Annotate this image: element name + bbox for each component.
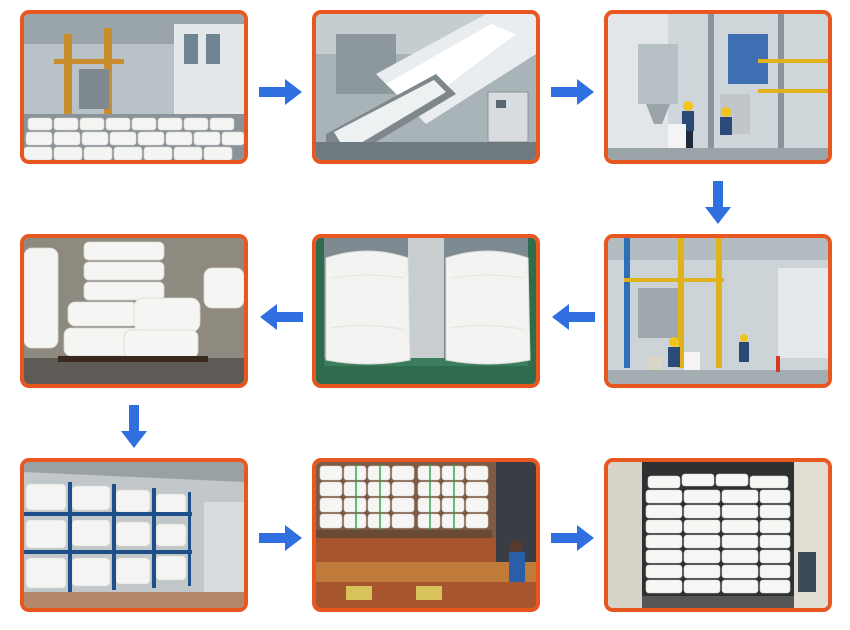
arrow-right-1 — [259, 78, 303, 106]
stacked-bags-image — [24, 238, 244, 384]
factory-floor-image — [24, 14, 244, 160]
container-loaded-image — [608, 462, 828, 608]
step-3-bagging-machine — [604, 10, 832, 164]
arrow-down-2 — [120, 405, 148, 449]
packing-line-image — [608, 238, 828, 384]
step-5-filled-bags — [312, 234, 540, 388]
step-2-conveyor — [312, 10, 540, 164]
step-9-container-loaded — [604, 458, 832, 612]
step-7-warehouse-racks — [20, 458, 248, 612]
step-6-stacked-bags — [20, 234, 248, 388]
conveyor-image — [316, 14, 536, 160]
step-8-truck-loading — [312, 458, 540, 612]
arrow-left-2 — [259, 303, 303, 331]
arrow-right-2 — [551, 78, 595, 106]
arrow-right-4 — [551, 524, 595, 552]
truck-loading-image — [316, 462, 536, 608]
arrow-right-3 — [259, 524, 303, 552]
warehouse-racks-image — [24, 462, 244, 608]
arrow-left-1 — [551, 303, 595, 331]
filled-bags-image — [316, 238, 536, 384]
step-4-packing-line — [604, 234, 832, 388]
bagging-machine-image — [608, 14, 828, 160]
arrow-down-1 — [704, 181, 732, 225]
step-1-factory-floor — [20, 10, 248, 164]
